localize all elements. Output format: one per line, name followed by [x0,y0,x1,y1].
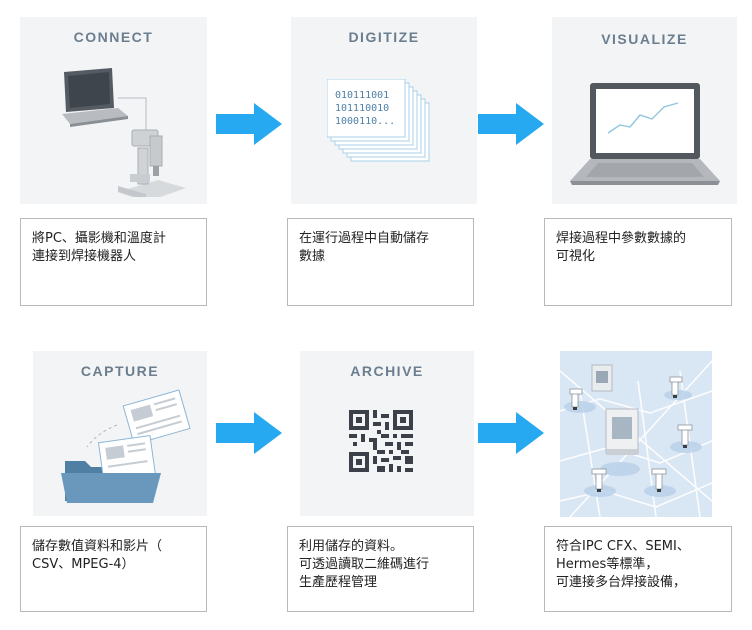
connectivity-text: 符合IPC CFX、SEMI、 Hermes等標準， 可連接多台焊接設備， [556,539,690,590]
connectivity-description: 符合IPC CFX、SEMI、 Hermes等標準， 可連接多台焊接設備， [544,526,732,612]
binary-line-1: 010111001 [335,90,390,101]
archive-panel: ARCHIVE [300,351,474,516]
qr-code-icon [349,410,413,472]
binary-line-3: 1000110... [335,116,396,127]
laptop-robot-icon [34,62,194,197]
connect-title: CONNECT [73,29,154,45]
binary-line-2: 101110010 [335,103,390,114]
arrow-1 [216,103,282,145]
visualize-description: 焊接過程中參數數據的 可視化 [544,218,732,306]
archive-title: ARCHIVE [350,363,424,379]
factory-network-panel [560,351,712,517]
laptop-graph-icon [568,79,724,191]
archive-text: 利用儲存的資料。 可透過讀取二維碼進行 生產歷程管理 [299,539,430,590]
capture-title: CAPTURE [80,363,160,379]
digitize-title: DIGITIZE [348,29,420,45]
arrow-4 [478,412,544,454]
binary-documents-icon: 010111001 101110010 1000110... [327,79,447,179]
connect-text: 將PC、攝影機和溫度計 連接到焊接機器人 [32,231,166,264]
visualize-title: VISUALIZE [601,31,688,47]
capture-description: 儲存數值資料和影片（ CSV、MPEG-4） [20,526,207,612]
visualize-panel: VISUALIZE [552,17,737,204]
folder-documents-icon [57,389,197,509]
digitize-panel: DIGITIZE 010111001 101110010 1000110... [291,17,477,204]
digitize-description: 在運行過程中自動儲存 數據 [287,218,474,306]
visualize-text: 焊接過程中參數數據的 可視化 [556,231,687,264]
factory-network-icon [560,351,712,517]
archive-description: 利用儲存的資料。 可透過讀取二維碼進行 生產歷程管理 [287,526,474,612]
connect-description: 將PC、攝影機和溫度計 連接到焊接機器人 [20,218,207,306]
connect-panel: CONNECT [20,17,207,204]
arrow-3 [216,412,282,454]
capture-panel: CAPTURE [33,351,207,516]
digitize-text: 在運行過程中自動儲存 數據 [299,231,430,264]
arrow-2 [478,103,544,145]
capture-text: 儲存數值資料和影片（ CSV、MPEG-4） [32,539,163,572]
